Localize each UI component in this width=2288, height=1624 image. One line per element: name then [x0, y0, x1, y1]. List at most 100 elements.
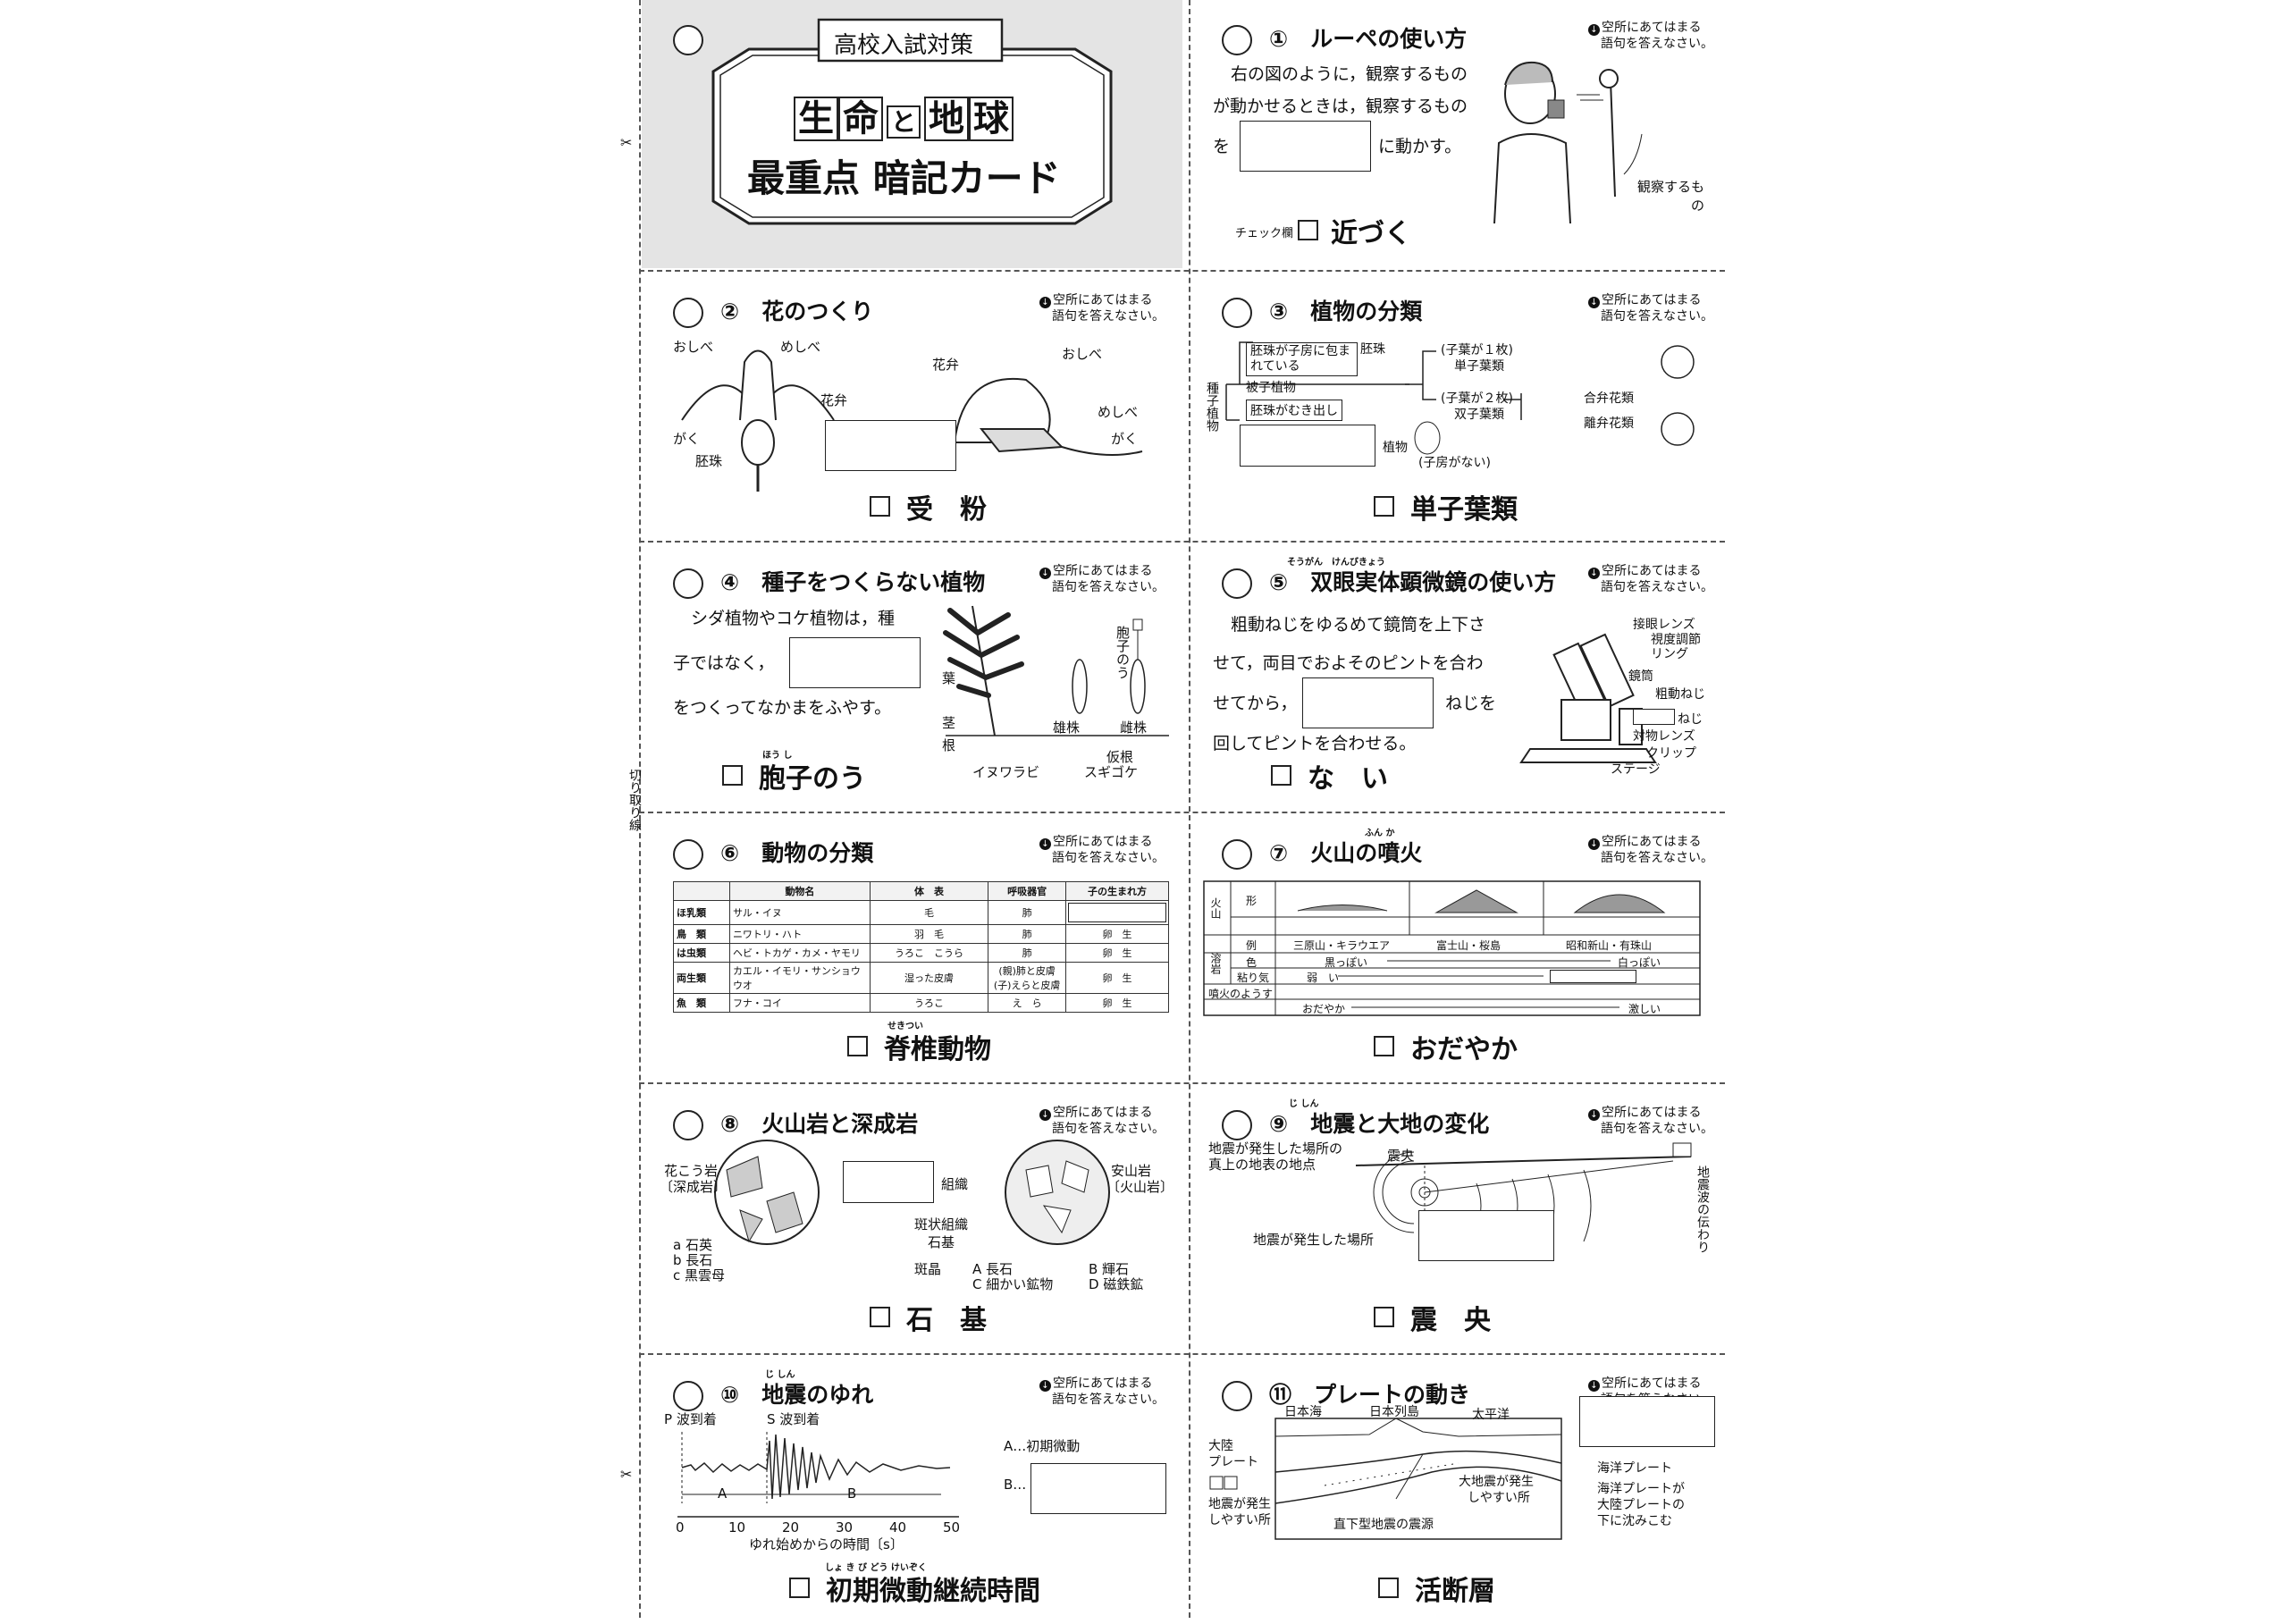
- answer-blank[interactable]: [843, 1161, 934, 1203]
- figure-label: 地震が発生した場所: [1253, 1232, 1375, 1248]
- figure-label: a 石英: [673, 1237, 712, 1253]
- card-text: 粗動ねじをゆるめて鏡筒を上下さ: [1231, 615, 1486, 635]
- checkbox[interactable]: [722, 765, 743, 786]
- table-cell: 肺: [988, 943, 1067, 963]
- table-cell: え ら: [988, 993, 1067, 1013]
- figure-label: 地震が発生: [1208, 1497, 1271, 1511]
- checkbox[interactable]: [847, 1036, 868, 1056]
- answer-blank[interactable]: [1240, 121, 1371, 172]
- cut-line-row2: [639, 541, 1725, 543]
- card-2: ② 花のつくり ↓空所にあてはまる 語句を答えなさい。 おしべ めしべ 花弁 が…: [642, 273, 1182, 541]
- figure-label: 真上の地表の地点: [1208, 1157, 1316, 1173]
- figure-label: 直下型地震の震源: [1333, 1518, 1434, 1532]
- instruction-note: ↓空所にあてはまる 語句を答えなさい。: [1588, 834, 1713, 866]
- figure-label: c 黒雲母: [673, 1267, 726, 1283]
- figure-label: A 長石: [972, 1261, 1014, 1277]
- answer-blank[interactable]: [1302, 677, 1434, 728]
- figure-label: 観察するもの: [1636, 179, 1704, 214]
- checkbox[interactable]: [1374, 1307, 1394, 1327]
- figure-label: 太平洋: [1472, 1408, 1510, 1422]
- figure-label: 葉: [942, 670, 956, 686]
- figure-label: 種子植物: [1205, 382, 1219, 432]
- answer: 石 基: [870, 1298, 987, 1337]
- card-text: 右の図のように，観察するもの: [1231, 64, 1468, 84]
- answer-blank[interactable]: [1068, 903, 1166, 922]
- answer-blank[interactable]: [1030, 1463, 1166, 1514]
- figure-label: C 細かい鉱物: [972, 1276, 1054, 1292]
- figure-label: 仮根: [1106, 749, 1134, 765]
- card-title: ⑤ 双眼実体顕微鏡の使い方: [1269, 569, 1557, 595]
- answer: 近づく: [1298, 211, 1411, 250]
- table-cell: 羽 毛: [869, 924, 989, 944]
- figure-label: 下に沈みこむ: [1597, 1514, 1672, 1528]
- figure-label: B…: [1004, 1477, 1027, 1493]
- answer-blank[interactable]: [1240, 425, 1375, 467]
- table-row: 魚 類 フナ・コイ うろこ え ら 卵 生: [673, 993, 1169, 1013]
- card-hole: [673, 839, 703, 870]
- checkbox[interactable]: [1298, 220, 1318, 240]
- card-text: 子ではなく，: [673, 653, 775, 673]
- figure-label: 安山岩: [1111, 1163, 1152, 1179]
- cut-line-center: [1189, 0, 1190, 1618]
- card-text: が動かせるときは，観察するもの: [1213, 97, 1468, 116]
- figure-label: 海洋プレート: [1597, 1461, 1672, 1476]
- table-cell: 火山: [1209, 897, 1222, 919]
- card-10: じ しん ⑩ 地震のゆれ ↓空所にあてはまる 語句を答えなさい。 P 波到着 S…: [642, 1356, 1182, 1624]
- card-text: ねじを: [1445, 694, 1497, 713]
- seismogram-figure: [677, 1432, 959, 1518]
- table-header: [673, 881, 730, 901]
- figure-label: めしべ: [780, 339, 821, 355]
- answer-blank[interactable]: [1579, 1396, 1715, 1447]
- table-cell: 卵 生: [1065, 924, 1169, 944]
- card-hole: [1222, 568, 1252, 599]
- table-cell: 肺: [988, 924, 1067, 944]
- card-text: せて，両目でおよそのピントを合わ: [1213, 653, 1484, 673]
- instruction-note: ↓空所にあてはまる 語句を答えなさい。: [1588, 1105, 1713, 1137]
- arrow-down-icon: ↓: [1588, 1380, 1600, 1392]
- figure-label: 花弁: [820, 392, 848, 408]
- table-cell: ほ乳類: [673, 900, 730, 925]
- table-cell: 卵 生: [1065, 943, 1169, 963]
- figure-label: 被子植物: [1246, 381, 1296, 395]
- card-4: ④ 種子をつくらない植物 ↓空所にあてはまる 語句を答えなさい。 シダ植物やコケ…: [642, 543, 1182, 812]
- ruby: そうがん けんびきょう: [1287, 558, 1385, 568]
- cover-title-char: 球: [969, 97, 1014, 141]
- answer-blank[interactable]: [1550, 970, 1636, 983]
- table-cell: 三原山・キラウエア: [1293, 939, 1391, 952]
- answer-blank[interactable]: [825, 420, 956, 471]
- table-header: 呼吸器官: [988, 881, 1067, 901]
- ruby: せきつい: [887, 1022, 923, 1031]
- figure-label: 合弁花類: [1584, 391, 1634, 406]
- card-hole: [1222, 1110, 1252, 1140]
- figure-label: 双子葉類: [1454, 408, 1504, 422]
- card-text: 回してピントを合わせる。: [1213, 734, 1417, 753]
- table-cell: 鳥 類: [673, 924, 730, 944]
- answer-blank-small: [1633, 709, 1675, 725]
- checkbox[interactable]: [1378, 1578, 1399, 1598]
- answer-blank[interactable]: [1418, 1210, 1554, 1261]
- card-title: ⑧ 火山岩と深成岩: [720, 1111, 919, 1137]
- figure-label: がく: [1111, 431, 1139, 447]
- table-cell: おだやか: [1302, 1003, 1346, 1015]
- checkbox[interactable]: [1374, 496, 1394, 517]
- card-6: ⑥ 動物の分類 ↓空所にあてはまる 語句を答えなさい。 動物名 体 表 呼吸器官…: [642, 814, 1182, 1082]
- axis-tick: 50: [943, 1519, 961, 1536]
- checkbox[interactable]: [870, 496, 890, 517]
- figure-label: 〔深成岩〕: [660, 1179, 728, 1195]
- figure-label: 視度調節リング: [1651, 633, 1701, 661]
- table-cell: 卵 生: [1065, 993, 1169, 1013]
- answer-blank[interactable]: [789, 637, 921, 688]
- axis-tick: 10: [728, 1519, 746, 1536]
- checkbox[interactable]: [789, 1578, 810, 1598]
- checkbox[interactable]: [870, 1307, 890, 1327]
- table-cell: 肺: [988, 900, 1067, 925]
- arrow-down-icon: ↓: [1588, 297, 1600, 308]
- checkbox[interactable]: [1374, 1036, 1394, 1056]
- checkbox[interactable]: [1271, 765, 1291, 786]
- figure-label: クリップ: [1646, 746, 1696, 761]
- card-title: ② 花のつくり: [720, 299, 874, 324]
- card-5: そうがん けんびきょう ⑤ 双眼実体顕微鏡の使い方 ↓空所にあてはまる 語句を答…: [1190, 543, 1731, 812]
- table-cell: 例: [1246, 939, 1258, 952]
- table-cell: 両生類: [673, 962, 730, 994]
- card-hole: [673, 568, 703, 599]
